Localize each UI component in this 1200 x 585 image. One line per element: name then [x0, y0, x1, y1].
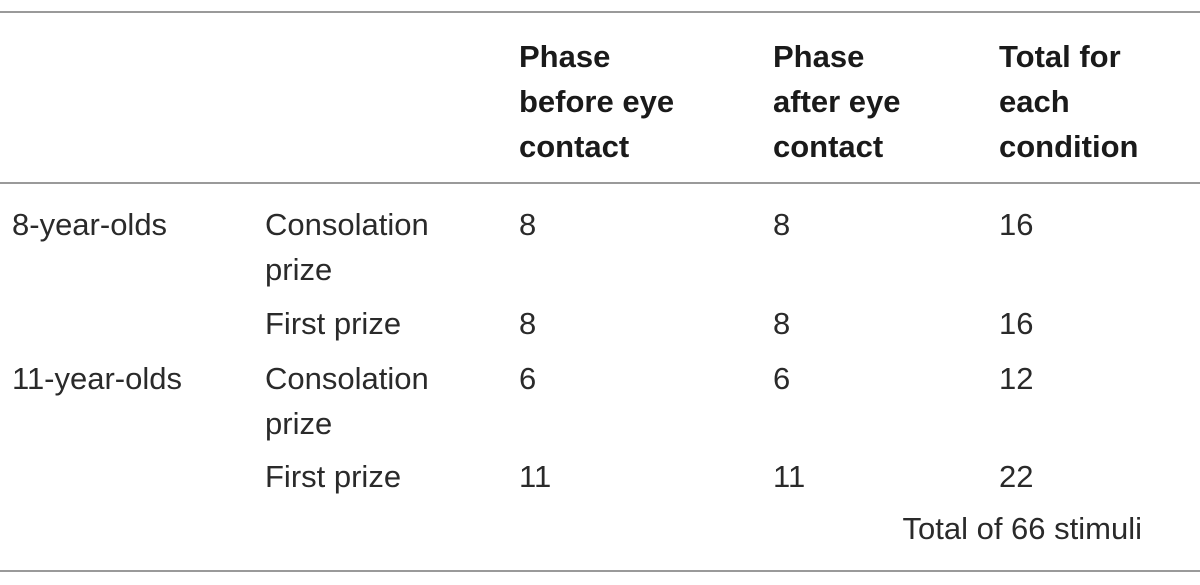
- row-3-total: 12: [999, 361, 1034, 396]
- row-2-condition-line-1: First prize: [265, 306, 402, 341]
- row-1-condition-line-1: Consolation: [265, 207, 429, 242]
- row-2-condition: First prize: [265, 301, 401, 346]
- row-1-total: 16: [999, 207, 1034, 242]
- table-header-rule: [0, 182, 1200, 184]
- header-phase-before-line-2: before eye: [519, 84, 675, 119]
- header-phase-before-line-3: contact: [519, 129, 630, 164]
- header-phase-after-line-1: Phase: [773, 39, 865, 74]
- row-3-after: 6: [773, 361, 791, 396]
- header-total-line-3: condition: [999, 129, 1139, 164]
- row-1-after: 8: [773, 207, 791, 242]
- row-4-after: 11: [773, 459, 806, 494]
- row-1-condition-line-2: prize: [265, 252, 333, 287]
- row-4-total: 22: [999, 459, 1034, 494]
- row-2-after: 8: [773, 306, 791, 341]
- header-total-line-2: each: [999, 84, 1070, 119]
- row-2-before: 8: [519, 306, 537, 341]
- header-phase-after: Phase after eye contact: [773, 34, 901, 169]
- row-3-before: 6: [519, 361, 537, 396]
- header-phase-before: Phase before eye contact: [519, 34, 674, 169]
- row-4-condition-line-1: First prize: [265, 459, 402, 494]
- header-phase-before-line-1: Phase: [519, 39, 611, 74]
- header-total: Total for each condition: [999, 34, 1138, 169]
- row-4-before: 11: [519, 459, 552, 494]
- row-1-group: 8-year-olds: [12, 207, 168, 242]
- header-phase-after-line-3: contact: [773, 129, 884, 164]
- header-total-line-1: Total for: [999, 39, 1121, 74]
- row-2-total: 16: [999, 306, 1034, 341]
- row-3-group: 11-year-olds: [12, 361, 183, 396]
- table-bottom-rule: [0, 570, 1200, 572]
- row-1-condition: Consolation prize: [265, 202, 429, 292]
- row-1-before: 8: [519, 207, 537, 242]
- row-3-condition-line-2: prize: [265, 406, 333, 441]
- total-stimuli-note: Total of 66 stimuli: [902, 511, 1143, 546]
- table-top-rule: [0, 11, 1200, 13]
- row-3-condition: Consolation prize: [265, 356, 429, 446]
- row-4-condition: First prize: [265, 454, 401, 499]
- header-phase-after-line-2: after eye: [773, 84, 901, 119]
- row-3-condition-line-1: Consolation: [265, 361, 429, 396]
